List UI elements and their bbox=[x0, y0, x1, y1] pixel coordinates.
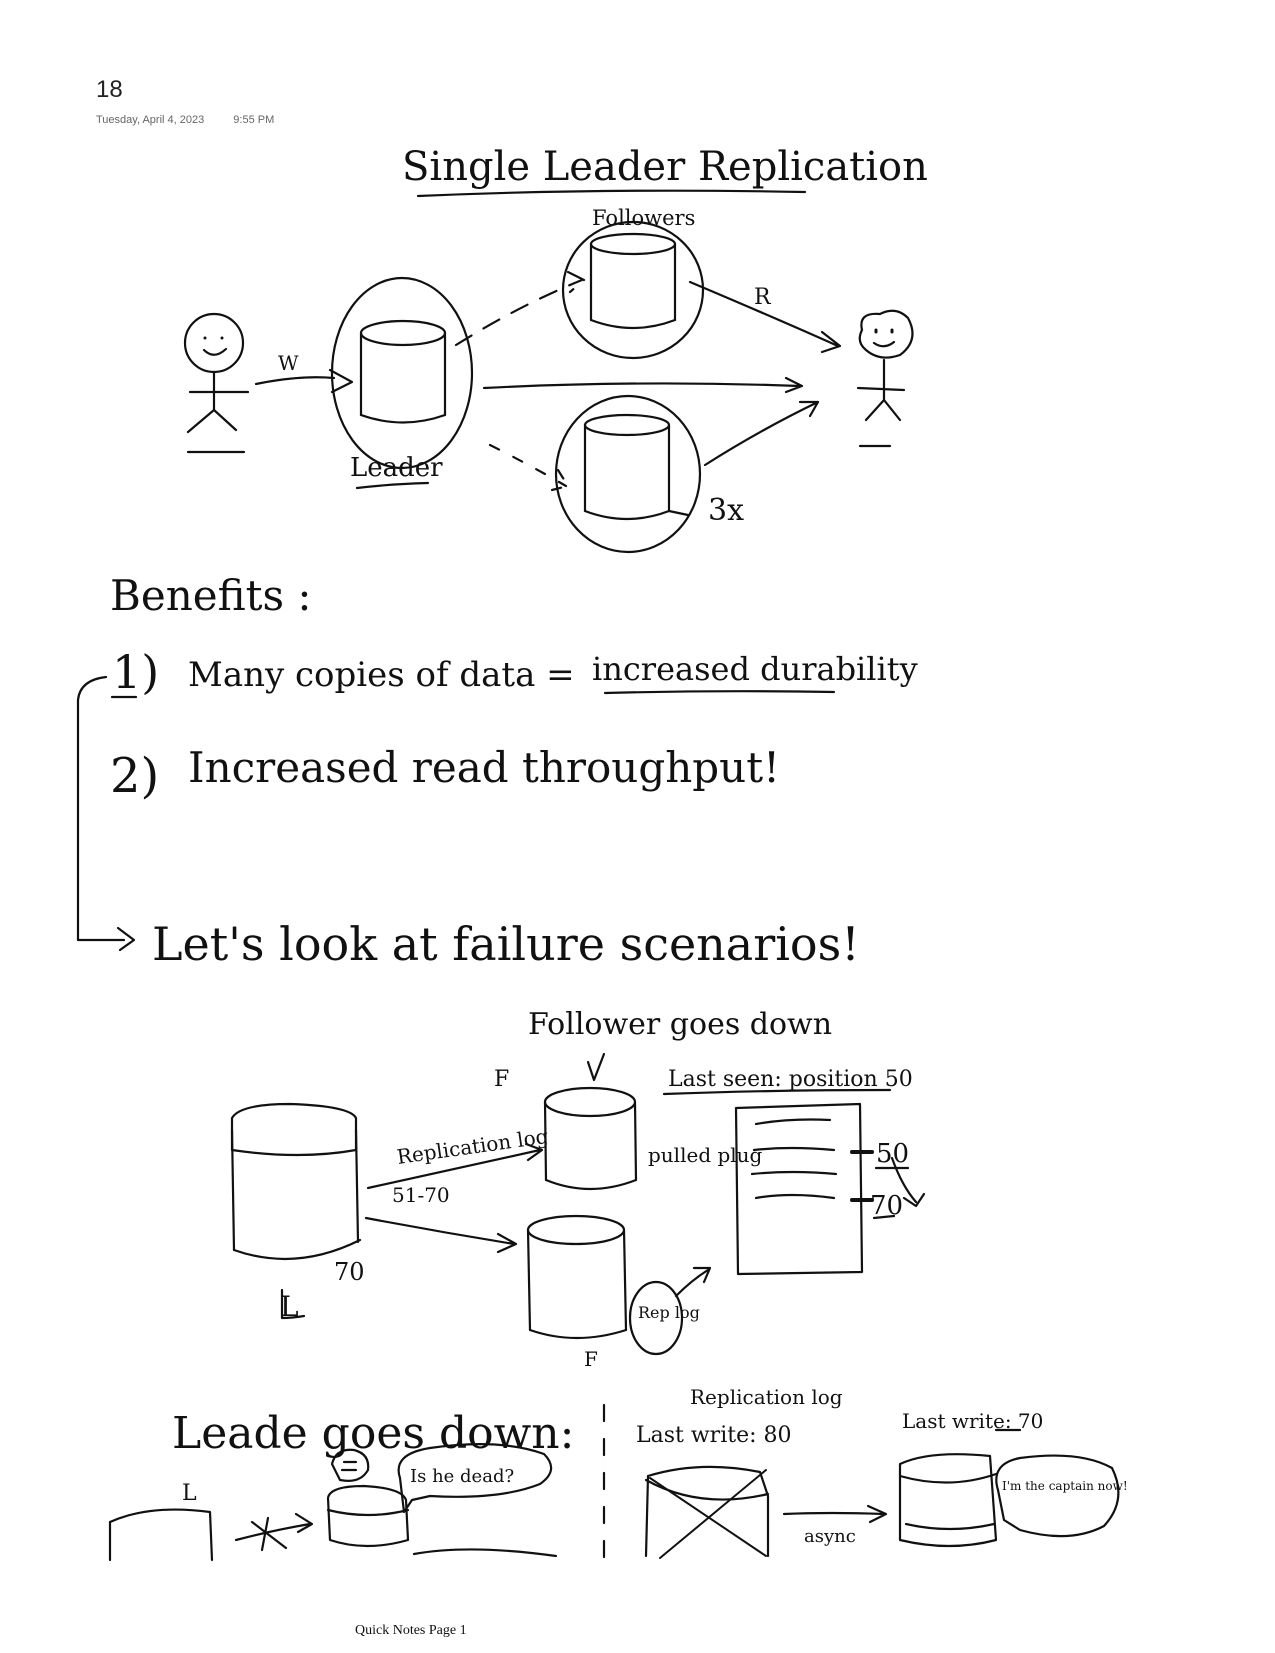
benefits-section bbox=[76, 675, 836, 952]
follower-database-down bbox=[543, 1086, 638, 1191]
note-timestamp: Tuesday, April 4, 2023 9:55 PM bbox=[96, 114, 300, 126]
async-arrow bbox=[782, 1504, 888, 1524]
leader-position-label: 70 bbox=[334, 1258, 365, 1286]
benefit-2-text: Increased read throughput! bbox=[188, 743, 780, 792]
followers-label: Followers bbox=[592, 206, 695, 230]
write-label: W bbox=[278, 351, 299, 375]
page-footer: Quick Notes Page 1 bbox=[355, 1623, 467, 1638]
writer-stick-figure bbox=[183, 312, 250, 454]
follower-bottom-label: F bbox=[584, 1347, 598, 1371]
checkmark-stroke bbox=[586, 1052, 606, 1082]
follower-with-face bbox=[326, 1448, 558, 1558]
pulled-plug-label: pulled plug bbox=[648, 1143, 763, 1167]
write-arrow bbox=[254, 368, 354, 394]
durability-underline bbox=[603, 690, 836, 695]
failed-leader-database bbox=[644, 1465, 770, 1559]
single-leader-diagram bbox=[183, 189, 914, 554]
replication-log-label: Replication log bbox=[395, 1124, 550, 1169]
failure-transition: Let's look at failure scenarios! bbox=[152, 917, 860, 971]
leader-l-label: L bbox=[280, 1290, 299, 1323]
pulled-plug-text: pulled plug bbox=[648, 1143, 763, 1167]
async-label: async bbox=[804, 1526, 856, 1547]
last-write-80-label: Last write: 80 bbox=[636, 1423, 792, 1448]
leader-database bbox=[330, 276, 474, 470]
follower-down-diagram bbox=[230, 1052, 926, 1356]
replication-arrow-top bbox=[454, 270, 586, 347]
diagram2-title: Follower goes down bbox=[528, 1007, 832, 1042]
rep-log-text: Rep log bbox=[638, 1303, 700, 1322]
follower-database-bottom bbox=[554, 394, 702, 554]
leader-label: Leader bbox=[350, 453, 443, 483]
blocked-arrow bbox=[234, 1512, 314, 1542]
rep-log-arrow bbox=[674, 1266, 712, 1298]
new-leader-database bbox=[898, 1453, 998, 1548]
old-leader-label: L bbox=[182, 1481, 197, 1506]
benefit-1-emphasis: increased durability bbox=[592, 650, 918, 688]
log-mark-70: 70 bbox=[870, 1191, 903, 1221]
read-arrow-top bbox=[688, 280, 842, 354]
log-mark-50: 50 bbox=[876, 1139, 909, 1169]
read-arrow-middle bbox=[482, 376, 804, 394]
read-label: R bbox=[754, 285, 772, 310]
speech-dead-text: Is he dead? bbox=[410, 1466, 514, 1487]
diagram3-title: Leade goes down: bbox=[172, 1408, 574, 1459]
last-seen-label: Last seen: position 50 bbox=[668, 1067, 913, 1092]
title-underline bbox=[416, 189, 807, 198]
benefit-1-number: 1) bbox=[112, 645, 159, 699]
speech-bubble-captain bbox=[995, 1454, 1120, 1538]
old-leader-database bbox=[108, 1508, 214, 1562]
replication-log-arrow bbox=[366, 1142, 544, 1190]
follower-database-top bbox=[561, 220, 705, 360]
benefit-2-number: 2) bbox=[110, 748, 159, 804]
page-number: 18 bbox=[96, 76, 123, 103]
failure-bracket bbox=[76, 675, 136, 952]
speech-bubble-dead bbox=[397, 1443, 553, 1514]
range-label: 51-70 bbox=[392, 1183, 450, 1207]
replication-arrow-lower bbox=[364, 1216, 518, 1254]
blocked-cross bbox=[250, 1516, 288, 1552]
reader-stick-figure bbox=[856, 309, 914, 448]
multiplier-label: 3x bbox=[708, 493, 744, 528]
replication-log-document bbox=[734, 1102, 926, 1276]
leader-underline bbox=[355, 481, 430, 490]
diagram1-title: Single Leader Replication bbox=[402, 144, 928, 190]
benefit-1-text: Many copies of data = bbox=[188, 655, 575, 695]
last-seen-underline bbox=[662, 1088, 892, 1096]
note-time: 9:55 PM bbox=[233, 114, 275, 126]
replication-log-label-2: Replication log bbox=[690, 1385, 843, 1409]
leader-database-large bbox=[230, 1102, 362, 1320]
rep-log-bubble bbox=[628, 1280, 684, 1356]
follower-database-replicating bbox=[526, 1214, 628, 1340]
follower-top-label: F bbox=[494, 1067, 509, 1092]
leader-down-diagram bbox=[108, 1403, 1120, 1562]
replication-arrow-bottom bbox=[488, 443, 570, 492]
speech-captain-text: I'm the captain now! bbox=[1002, 1479, 1128, 1493]
read-arrow-bottom bbox=[703, 400, 820, 467]
benefits-heading: Benefits : bbox=[110, 571, 312, 620]
note-date: Tuesday, April 4, 2023 bbox=[96, 114, 205, 126]
last-write-70-label: Last write: 70 bbox=[902, 1409, 1043, 1433]
